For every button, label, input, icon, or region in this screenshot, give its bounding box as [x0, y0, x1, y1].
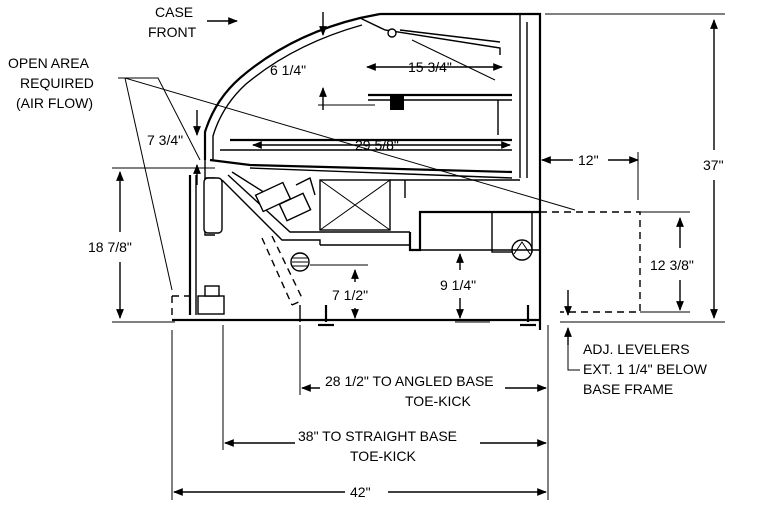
- label-case-front-2: FRONT: [148, 24, 197, 40]
- shelf-light: [390, 96, 404, 110]
- front-rail: [204, 160, 215, 179]
- label-straight-base-1: 38" TO STRAIGHT BASE: [298, 428, 457, 444]
- base-block-top: [204, 285, 220, 297]
- label-dim-18-7-8: 18 7/8": [88, 239, 132, 255]
- case-top-back: [380, 12, 542, 330]
- label-dim-6-1-4: 6 1/4": [270, 62, 306, 78]
- leveler-front: [318, 305, 334, 327]
- deck-pan-2: [249, 167, 513, 179]
- label-case-front-1: CASE: [155, 4, 193, 20]
- canopy-diag: [411, 39, 496, 81]
- label-dim-37: 37": [703, 157, 724, 173]
- label-dim-7-3-4: 7 3/4": [147, 132, 183, 148]
- dimension-lines: [112, 12, 725, 500]
- coil-cross: [319, 179, 391, 231]
- text-labels: CASE FRONT OPEN AREA REQUIRED (AIR FLOW)…: [8, 4, 724, 500]
- canopy-line: [359, 17, 501, 55]
- label-dim-15-3-4: 15 3/4": [408, 59, 452, 75]
- front-bumper-box: [203, 177, 223, 234]
- label-straight-base-2: TOE-KICK: [350, 448, 417, 464]
- label-adj-levelers-1: ADJ. LEVELERS: [583, 341, 690, 357]
- leveler-rear: [520, 305, 536, 327]
- leader-3: [124, 77, 173, 291]
- label-dim-7-1-2: 7 1/2": [332, 287, 368, 303]
- fan-assembly: [254, 176, 316, 222]
- label-open-area-3: (AIR FLOW): [16, 95, 93, 111]
- canopy-line-2: [399, 29, 501, 43]
- front-glass: [203, 12, 381, 160]
- leader-1: [118, 77, 201, 161]
- coil-box: [319, 179, 391, 231]
- base-block: [197, 295, 225, 315]
- label-open-area-1: OPEN AREA: [8, 55, 90, 71]
- label-dim-9-1-4: 9 1/4": [440, 277, 476, 293]
- label-dim-12: 12": [578, 152, 599, 168]
- label-dim-42: 42": [350, 484, 371, 500]
- light-fixture-top: [387, 28, 397, 38]
- label-dim-12-3-8: 12 3/8": [650, 257, 694, 273]
- label-angled-base-1: 28 1/2" TO ANGLED BASE: [325, 373, 494, 389]
- label-dim-29-5-8: 29 5/8": [355, 137, 399, 153]
- angled-toe-kick-3: [291, 299, 304, 306]
- front-glass-inner: [212, 24, 363, 160]
- angled-base-2: [227, 174, 410, 233]
- label-adj-levelers-3: BASE FRAME: [583, 381, 673, 397]
- open-area-box: [540, 211, 641, 313]
- leader-2: [124, 77, 576, 211]
- deck-pan: [209, 158, 513, 174]
- label-open-area-2: REQUIRED: [20, 75, 94, 91]
- label-angled-base-2: TOE-KICK: [405, 393, 472, 409]
- angled-base: [221, 179, 321, 245]
- angled-toe-kick-1: [261, 237, 293, 306]
- case-outline: [171, 12, 542, 330]
- label-adj-levelers-2: EXT. 1 1/4" BELOW: [583, 361, 708, 377]
